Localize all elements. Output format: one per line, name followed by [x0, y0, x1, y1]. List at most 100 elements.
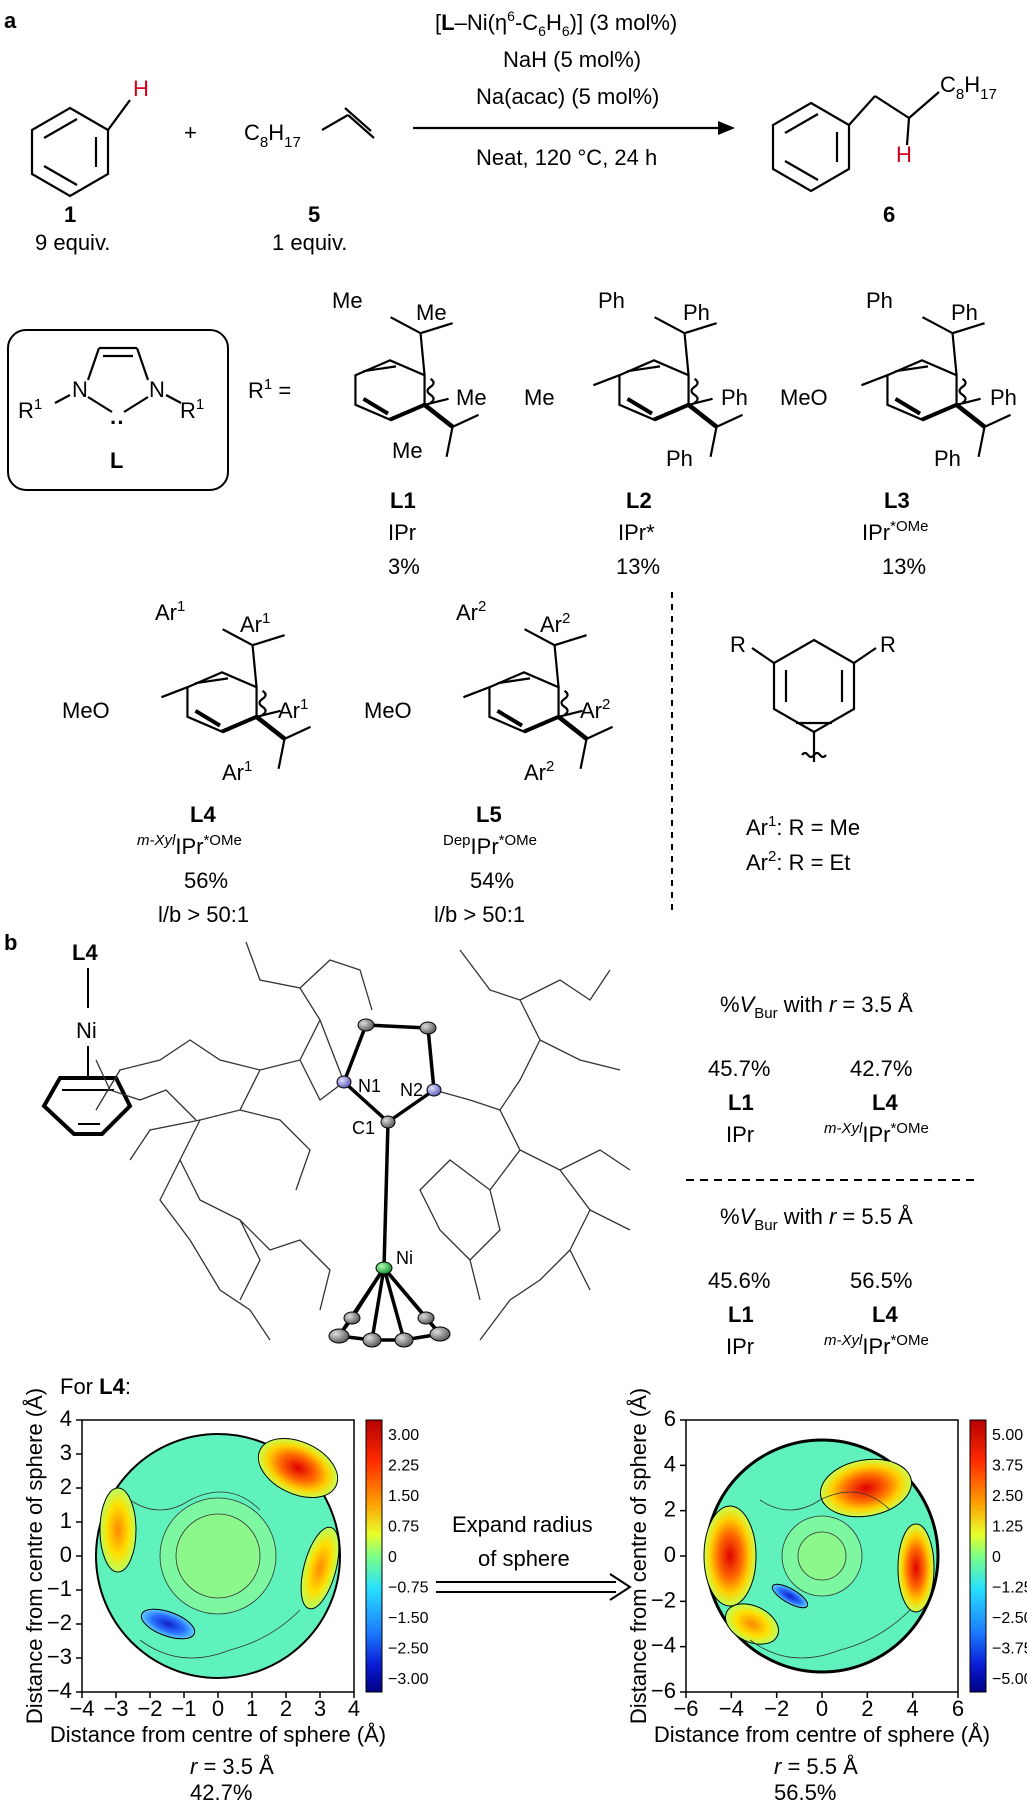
reactant2-number: 5: [308, 202, 320, 227]
x-tick-label: −2: [764, 1696, 789, 1721]
atom-c1-label: C1: [352, 1118, 375, 1138]
wireframe-bond-path-5: [433, 969, 621, 1111]
l1-me-right: Me: [456, 385, 487, 410]
complex-ni-label: Ni: [76, 1018, 97, 1043]
vbur-5-5-l4-code: L4: [872, 1302, 898, 1327]
l3-meo-para: MeO: [780, 385, 828, 410]
y-tick-label: −1: [47, 1576, 72, 1601]
colorbar-tick-label: 0.75: [388, 1519, 419, 1536]
l4-ar-right: Ar1: [278, 696, 308, 723]
l2-ph-top-right: Ph: [683, 300, 710, 325]
product-h-label: H: [896, 142, 912, 167]
l2-yield: 13%: [616, 554, 660, 579]
ligand-aryl-structures: [161, 316, 1012, 770]
colorbar-tick-label: −3.00: [388, 1671, 429, 1688]
condition-catalyst: [L–Ni(η6-C6H6)] (3 mol%): [435, 8, 677, 39]
steric-map-3-5: [81, 1419, 383, 1693]
colorbar-tick-label: 3.00: [388, 1427, 419, 1444]
x-tick-label: 0: [212, 1696, 224, 1721]
r1-equals: R1 =: [248, 376, 291, 403]
reactant1-number: 1: [64, 202, 76, 227]
l3-name: IPr*OMe: [862, 518, 928, 545]
aryl-ring-3: [861, 316, 1012, 458]
x-tick-label: 6: [952, 1696, 964, 1721]
y-tick-label: 4: [60, 1406, 72, 1431]
vbur-5-5-l1-name: IPr: [726, 1334, 754, 1359]
atom-ni-label: Ni: [396, 1248, 413, 1268]
vbur-3-5-l1-name: IPr: [726, 1122, 754, 1147]
x-axis-label: Distance from centre of sphere (Å): [50, 1722, 386, 1747]
x-tick-label: 4: [348, 1696, 360, 1721]
y-axis-label: Distance from centre of sphere (Å): [22, 1388, 47, 1724]
ar1-definition: Ar1: R = Me: [746, 813, 860, 840]
map2-radius: r = 5.5 Å: [774, 1754, 858, 1779]
ligand-L-label: L: [110, 448, 123, 473]
vbur-5-5-l4-name: m-XylIPr*OMe: [824, 1332, 929, 1359]
complex-l4-label: L4: [72, 940, 98, 965]
aryl-ring-4: [161, 628, 312, 770]
for-l4-label: For L4:: [60, 1374, 131, 1399]
vbur-3-5-l4-name: m-XylIPr*OMe: [824, 1120, 929, 1147]
vbur-5-5-l4-value: 56.5%: [850, 1268, 912, 1293]
colorbar-tick-label: −2.50: [992, 1610, 1027, 1627]
aryl-r-left: R: [730, 632, 746, 657]
aryl-r-right: R: [880, 632, 896, 657]
x-tick-label: −4: [69, 1696, 94, 1721]
l2-ph-right: Ph: [721, 385, 748, 410]
wireframe-bond-path-6: [469, 1149, 631, 1301]
l5-code: L5: [476, 802, 502, 827]
condition-additive: Na(acac) (5 mol%): [476, 84, 659, 109]
crystal-structure-wireframe: [95, 941, 631, 1341]
vbur-3-5-l1-value: 45.7%: [708, 1056, 770, 1081]
l4-ar-top-left: Ar1: [155, 598, 185, 625]
colorbar-tick-label: 5.00: [992, 1427, 1023, 1444]
crystal-structure-core: [328, 1018, 451, 1348]
complex-benzene: [41, 1076, 133, 1136]
map1-percent: 42.7%: [190, 1780, 252, 1800]
y-tick-label: 2: [664, 1497, 676, 1522]
l5-meo-para: MeO: [364, 698, 412, 723]
l2-code: L2: [626, 488, 652, 513]
decene-substituent: C8H17: [244, 120, 301, 151]
product-structure: [771, 91, 940, 193]
wireframe-bond-path-2: [129, 1019, 345, 1311]
x-tick-label: 2: [861, 1696, 873, 1721]
aryl-ring-1: [354, 316, 480, 458]
vbur-header-3-5: %VBur with r = 3.5 Å: [720, 992, 913, 1022]
colorbar-tick-label: 0: [388, 1549, 397, 1566]
l5-name: DepIPr*OMe: [443, 832, 537, 859]
l2-name: IPr*: [618, 520, 655, 545]
l4-ar-bottom: Ar1: [222, 758, 252, 785]
l1-me-bottom: Me: [392, 438, 423, 463]
l1-code: L1: [390, 488, 416, 513]
nhc-ring: [54, 346, 182, 413]
decene-bonds: [321, 107, 375, 139]
aryl-ring-2: [593, 316, 744, 458]
wireframe-bond-path-3: [159, 1109, 311, 1341]
y-tick-label: −2: [47, 1610, 72, 1635]
x-tick-label: 2: [280, 1696, 292, 1721]
wireframe-bond-path-8: [95, 1059, 345, 1121]
l2-ph-top-left: Ph: [598, 288, 625, 313]
colorbar-tick-label: −1.50: [388, 1610, 429, 1627]
x-tick-label: −2: [137, 1696, 162, 1721]
panel-a-letter: a: [4, 8, 17, 33]
l5-ar-bottom: Ar2: [524, 758, 554, 785]
l5-yield: 54%: [470, 868, 514, 893]
steric-map-5-5: [685, 1419, 987, 1693]
condition-base: NaH (5 mol%): [503, 47, 641, 72]
y-tick-label: −3: [47, 1644, 72, 1669]
colorbar-tick-label: 2.50: [992, 1488, 1023, 1505]
y-tick-label: 1: [60, 1508, 72, 1533]
l1-yield: 3%: [388, 554, 420, 579]
colorbar-tick-label: 1.25: [992, 1519, 1023, 1536]
r1-left: R1: [18, 396, 42, 423]
l4-code: L4: [190, 802, 216, 827]
y-tick-label: 0: [60, 1542, 72, 1567]
product-number: 6: [883, 202, 895, 227]
l4-name: m-XylIPr*OMe: [137, 832, 242, 859]
plus-sign: +: [184, 120, 197, 145]
